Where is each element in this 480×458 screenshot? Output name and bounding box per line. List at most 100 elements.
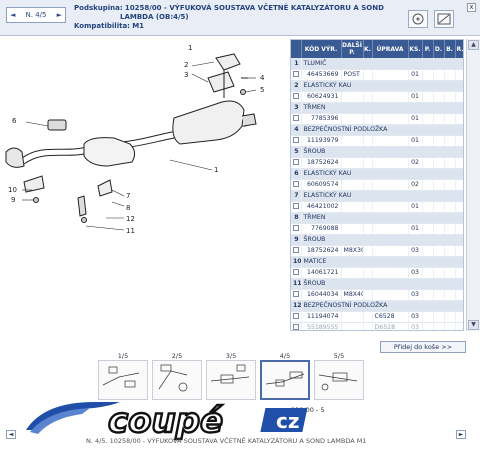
thumbnail-label: 4/5 (279, 352, 291, 360)
cell-p (422, 113, 434, 125)
row-checkbox[interactable] (293, 137, 299, 143)
cell-p (422, 289, 434, 301)
cell-select[interactable] (291, 289, 302, 301)
thumbnail-image (206, 360, 256, 400)
compat-label: Kompatibilita: (74, 22, 130, 30)
cell-d (433, 179, 445, 191)
callout-7: 7 (126, 192, 131, 200)
cell-select[interactable] (291, 135, 302, 147)
thumbnail-caption: 238/00 - 5 (291, 406, 325, 414)
row-checkbox[interactable] (293, 71, 299, 77)
disc-icon[interactable] (408, 10, 428, 28)
cell-select[interactable] (291, 91, 302, 103)
cell-code: 11193979 (301, 135, 342, 147)
parts-table: KÓD VÝR. DALŠÍ P. K. ÚPRAVA KS. P. D. B.… (291, 40, 463, 330)
image-icon[interactable] (434, 10, 454, 28)
cell-r (455, 135, 463, 147)
thumbnail-5[interactable]: 5/5 (314, 352, 364, 410)
cell-uprava (372, 201, 409, 213)
row-checkbox[interactable] (293, 159, 299, 165)
table-scrollbar[interactable]: ▲ ▼ (466, 39, 480, 331)
cell-select[interactable] (291, 322, 302, 330)
col-header-b: B. (444, 40, 456, 58)
cell-select[interactable] (291, 245, 302, 257)
row-checkbox[interactable] (293, 225, 299, 231)
cell-extra: M8X30 (341, 245, 364, 257)
cell-r (455, 322, 463, 330)
row-checkbox[interactable] (293, 181, 299, 187)
cell-extra (341, 201, 364, 213)
row-checkbox[interactable] (293, 203, 299, 209)
bottom-bar: ◄ ► (0, 430, 480, 440)
thumbnail-4[interactable]: 4/5 (260, 352, 310, 410)
header-bar: ◄ N. 4/5 ► Podskupina: 10258/00 - VÝFUKO… (0, 0, 480, 36)
cell-extra (341, 267, 364, 279)
row-checkbox[interactable] (293, 269, 299, 275)
row-checkbox[interactable] (293, 324, 299, 330)
thumbnail-3[interactable]: 3/5 (206, 352, 256, 410)
group-value-line2: LAMBDA (OB:4/5) (120, 13, 189, 21)
cell-r (455, 289, 463, 301)
cell-code: 46453669 (301, 69, 342, 81)
cell-uprava (372, 69, 409, 81)
callout-6: 6 (12, 117, 17, 125)
cell-k (363, 245, 373, 257)
scroll-up-icon[interactable]: ▲ (468, 40, 479, 50)
close-icon[interactable]: x (467, 3, 476, 12)
compat-value: M1 (132, 22, 145, 30)
cell-k (363, 113, 373, 125)
prev-page-arrow-icon[interactable]: ◄ (10, 11, 16, 19)
cell-uprava (372, 223, 409, 235)
group-name: ELASTICKÝ KAU (301, 80, 463, 92)
group-number: 11 (291, 278, 302, 290)
group-name: TŘMEN (301, 102, 463, 114)
group-label: Podskupina: (74, 4, 123, 12)
cell-select[interactable] (291, 113, 302, 125)
next-page-arrow-icon[interactable]: ► (56, 11, 62, 19)
cell-b (444, 157, 456, 169)
cell-extra: M8X40 (341, 289, 364, 301)
row-checkbox[interactable] (293, 313, 299, 319)
cell-k (363, 201, 373, 213)
row-checkbox[interactable] (293, 291, 299, 297)
group-name: ELASTICKÝ KAU (301, 168, 463, 180)
row-checkbox[interactable] (293, 115, 299, 121)
scroll-down-icon[interactable]: ▼ (468, 320, 479, 330)
cell-r (455, 267, 463, 279)
bottom-prev-arrow-icon[interactable]: ◄ (6, 430, 16, 439)
bottom-next-arrow-icon[interactable]: ► (456, 430, 466, 439)
cell-select[interactable] (291, 223, 302, 235)
add-to-basket-button[interactable]: Přidej do koše >> (380, 341, 466, 353)
group-value-line1: 10258/00 - VÝFUKOVÁ SOUSTAVA VČETNĚ KATA… (124, 4, 384, 12)
cell-d (433, 135, 445, 147)
thumbnail-image (260, 360, 310, 400)
cell-d (433, 69, 445, 81)
bottom-caption: N. 4/5. 10258/00 - VÝFUKOVÁ SOUSTAVA VČE… (86, 437, 367, 445)
group-number: 3 (291, 102, 302, 114)
cell-r (455, 245, 463, 257)
cell-qty: 01 (408, 223, 423, 235)
cell-qty: 03 (408, 311, 423, 323)
callout-5: 5 (260, 86, 265, 94)
group-number: 9 (291, 234, 302, 246)
row-checkbox[interactable] (293, 247, 299, 253)
cell-select[interactable] (291, 311, 302, 323)
callout-12: 12 (126, 215, 135, 223)
cell-select[interactable] (291, 201, 302, 213)
thumbnail-1[interactable]: 1/5 (98, 352, 148, 410)
cell-code: 7769088 (301, 223, 342, 235)
thumbnail-2[interactable]: 2/5 (152, 352, 202, 410)
cell-select[interactable] (291, 157, 302, 169)
cell-qty: 03 (408, 322, 423, 330)
cell-select[interactable] (291, 267, 302, 279)
row-checkbox[interactable] (293, 93, 299, 99)
cell-select[interactable] (291, 69, 302, 81)
cell-extra (341, 157, 364, 169)
page-navigator: ◄ N. 4/5 ► (6, 7, 66, 23)
cell-select[interactable] (291, 179, 302, 191)
